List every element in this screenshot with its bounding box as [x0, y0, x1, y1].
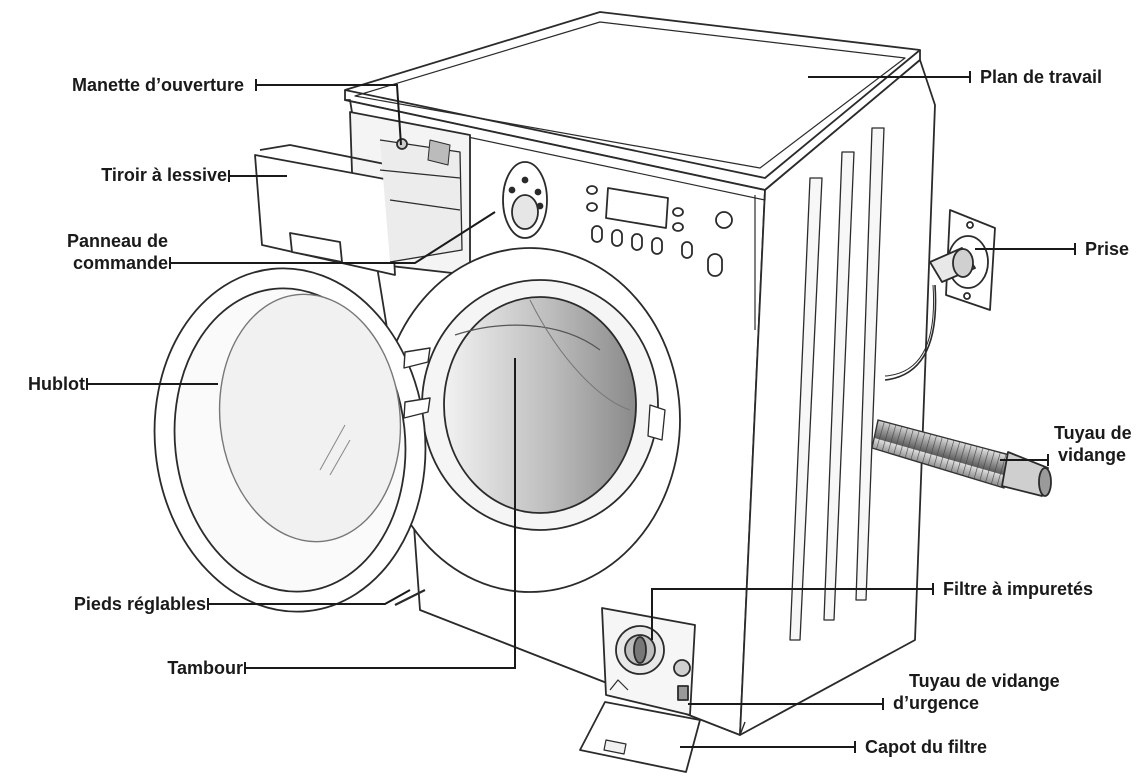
display-screen [605, 187, 669, 229]
label-debris-filter: Filtre à impuretés [943, 579, 1094, 599]
label-control-panel-line1: Panneau de [66, 231, 168, 251]
drain-hose [871, 419, 1011, 489]
label-emergency-drain: Tuyau de vidange d’urgence [893, 670, 1060, 714]
label-emergency-drain-line1: Tuyau de vidange [909, 671, 1060, 691]
label-porthole: Hublot [28, 374, 85, 394]
adjustable-foot [394, 589, 426, 606]
label-drain-hose-line1: Tuyau de [1054, 423, 1132, 443]
detergent-drawer [254, 154, 396, 276]
label-control-panel: Panneau de commande [67, 230, 168, 274]
power-cable [884, 284, 937, 381]
drum [443, 296, 637, 514]
label-worktop: Plan de travail [980, 67, 1103, 87]
filter-cover [579, 701, 701, 773]
label-emergency-drain-line2: d’urgence [893, 693, 980, 713]
label-drain-hose-line2: vidange [1058, 445, 1127, 465]
label-drum: Tambour [167, 658, 243, 678]
label-adjustable-feet: Pieds réglables [73, 594, 206, 614]
machine-drawing [153, 11, 1052, 773]
program-dial [511, 194, 539, 230]
label-detergent-drawer: Tiroir à lessive [101, 165, 227, 185]
label-opening-handle: Manette d’ouverture [71, 75, 244, 95]
label-control-panel-line2: commande [72, 253, 168, 273]
label-drain-hose: Tuyau de vidange [1054, 422, 1132, 466]
label-filter-cover: Capot du filtre [865, 737, 987, 757]
leader-lines [86, 71, 1076, 753]
door-glass [218, 293, 402, 543]
label-socket: Prise [1085, 239, 1130, 259]
emergency-drain-tube [673, 659, 691, 677]
